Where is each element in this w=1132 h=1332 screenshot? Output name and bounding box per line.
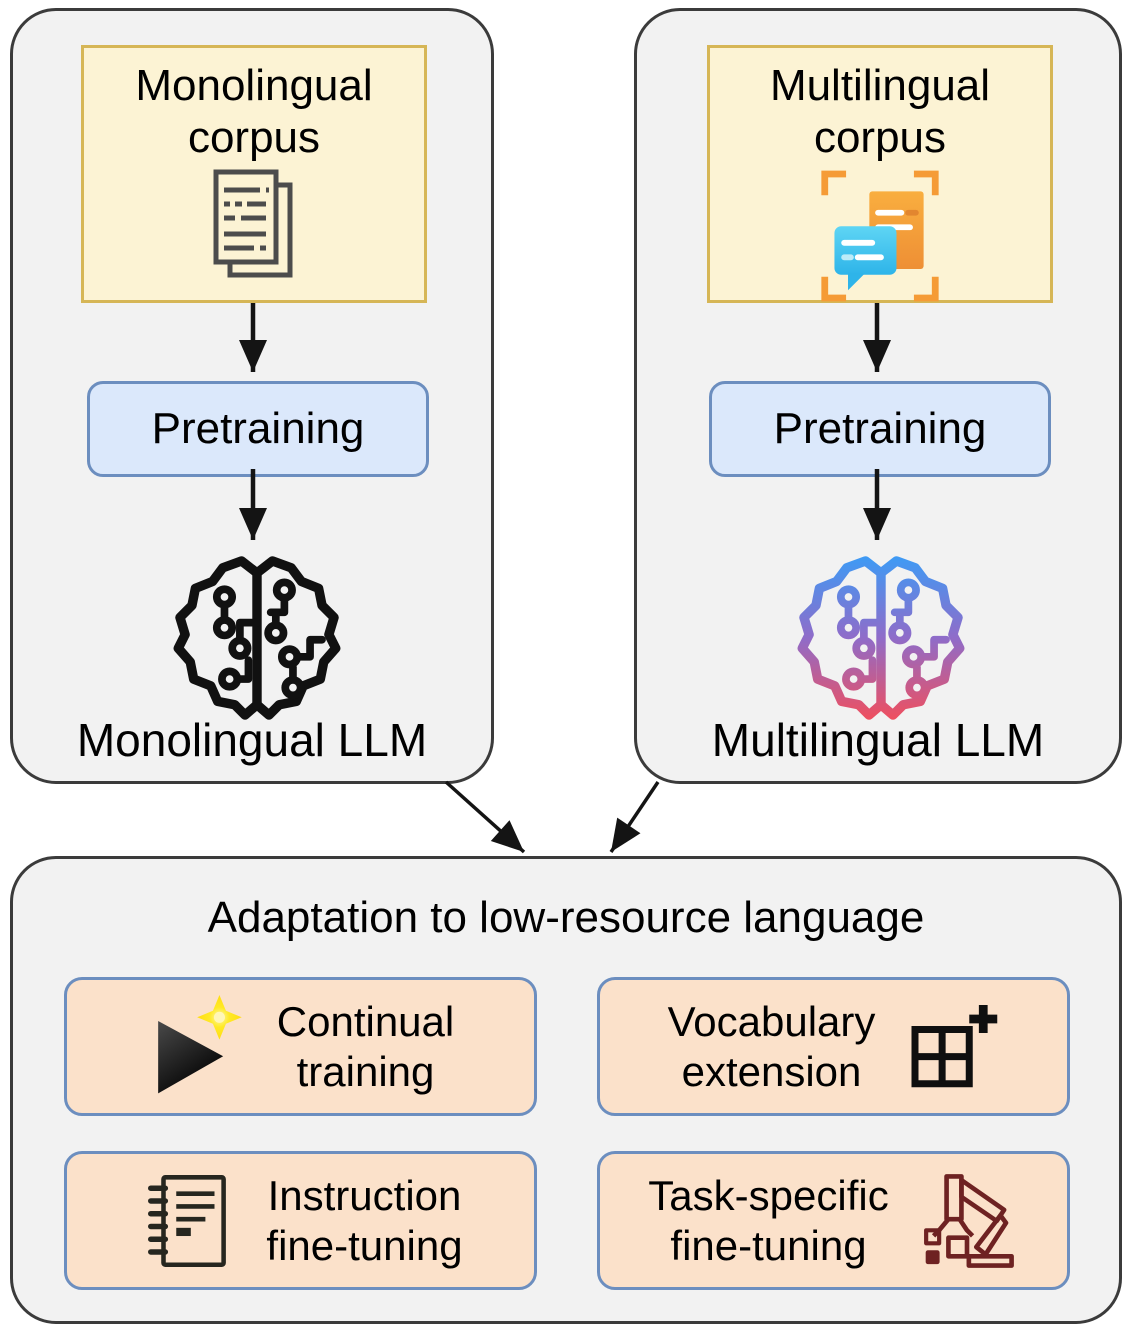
multilingual-pretraining-box: Pretraining — [709, 381, 1051, 477]
arrow-multi-llm-to-adaptation — [609, 781, 660, 853]
continual-training-label: Continual training — [277, 997, 454, 1097]
brain-circuit-gradient-icon — [795, 549, 967, 727]
pretraining-label: Pretraining — [773, 404, 987, 453]
method-label-line1: Instruction — [267, 1171, 462, 1219]
vocabulary-extension-label: Vocabulary extension — [668, 997, 876, 1097]
method-label-line1: Vocabulary — [667, 997, 876, 1045]
corpus-label-line1: Multilingual — [769, 61, 991, 110]
brain-circuit-icon — [171, 549, 343, 727]
corpus-label-line2: corpus — [187, 113, 321, 162]
crane-arm-icon — [915, 1169, 1019, 1273]
task-specific-fine-tuning-label: Task-specific fine-tuning — [648, 1171, 888, 1271]
method-label-line2: fine-tuning — [670, 1221, 867, 1269]
multilingual-llm-label: Multilingual LLM — [711, 714, 1045, 766]
pretraining-label: Pretraining — [151, 404, 365, 453]
method-label-line1: Task-specific — [648, 1171, 889, 1219]
monolingual-llm-label: Monolingual LLM — [76, 714, 428, 766]
corpus-label-line1: Monolingual — [135, 61, 373, 110]
translation-chat-icon — [817, 168, 943, 304]
monolingual-corpus-label: Monolingual corpus — [135, 60, 372, 164]
play-sparkle-icon — [147, 994, 251, 1099]
documents-icon — [207, 168, 301, 280]
arrow-mono-llm-to-adaptation — [444, 780, 526, 854]
spiral-notebook-icon — [138, 1170, 240, 1272]
multilingual-corpus-label: Multilingual corpus — [770, 60, 990, 164]
grid-plus-icon — [901, 998, 999, 1096]
instruction-fine-tuning-label: Instruction fine-tuning — [266, 1171, 462, 1271]
method-label-line2: training — [296, 1047, 435, 1095]
adaptation-title: Adaptation to low-resource language — [207, 893, 925, 942]
corpus-label-line2: corpus — [813, 113, 947, 162]
monolingual-corpus-box: Monolingual corpus — [81, 45, 427, 303]
monolingual-pretraining-box: Pretraining — [87, 381, 429, 477]
continual-training-box: Continual training — [64, 977, 537, 1116]
multilingual-corpus-box: Multilingual corpus — [707, 45, 1053, 303]
task-specific-fine-tuning-box: Task-specific fine-tuning — [597, 1151, 1070, 1290]
adaptation-panel: Adaptation to low-resource language — [10, 856, 1122, 1324]
instruction-fine-tuning-box: Instruction fine-tuning — [64, 1151, 537, 1290]
method-label-line2: fine-tuning — [266, 1221, 463, 1269]
vocabulary-extension-box: Vocabulary extension — [597, 977, 1070, 1116]
monolingual-pipeline-panel: Monolingual corpus Pret — [10, 8, 494, 784]
method-label-line2: extension — [681, 1047, 862, 1095]
method-label-line1: Continual — [276, 997, 455, 1045]
multilingual-pipeline-panel: Multilingual corpus — [634, 8, 1122, 784]
